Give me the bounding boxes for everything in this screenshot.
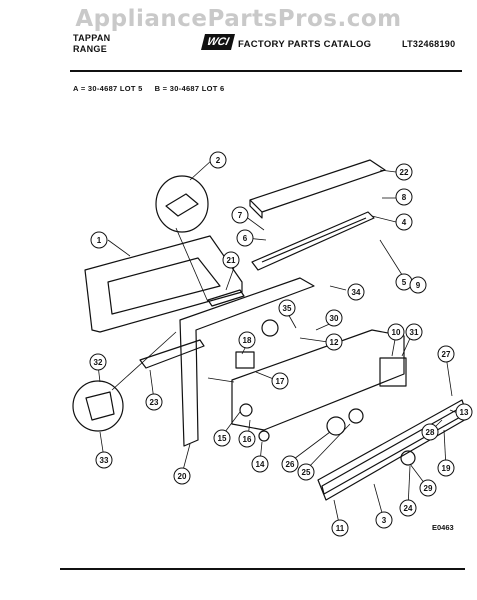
callout-33: 33 [95,451,113,469]
callout-23: 23 [145,393,163,411]
svg-text:30: 30 [330,314,339,323]
category-label: RANGE [73,44,108,54]
callout-15: 15 [213,429,231,447]
catalog-number: LT32468190 [402,39,456,49]
part-side-bracket [179,277,315,447]
svg-text:34: 34 [352,288,361,297]
knob-24 [400,450,416,466]
svg-text:25: 25 [302,468,311,477]
svg-text:4: 4 [402,218,407,227]
knob-25 [326,416,346,436]
svg-text:1: 1 [97,236,102,245]
callout-20: 20 [173,467,191,485]
figure-code: E0463 [432,523,454,532]
part-35 [261,319,279,337]
header-rule [70,70,462,72]
svg-text:31: 31 [410,328,419,337]
svg-text:10: 10 [392,328,401,337]
callout-3: 3 [375,511,393,529]
svg-text:6: 6 [243,234,248,243]
knob-26 [348,408,364,424]
svg-text:35: 35 [283,304,292,313]
detail-circle-bottom [72,380,124,432]
callout-34: 34 [347,283,365,301]
callout-5: 5 [395,273,413,291]
part-bracket [207,289,245,307]
svg-text:15: 15 [218,434,227,443]
part-14 [258,430,270,442]
part-control-plate [231,329,405,431]
svg-text:5: 5 [402,278,407,287]
svg-text:12: 12 [330,338,339,347]
model-legend: A = 30-4687 LOT 5 B = 30-4687 LOT 6 [73,84,225,93]
watermark: AppliancePartsPros.com [75,6,402,32]
callout-25: 25 [297,463,315,481]
part-rail [251,211,375,271]
svg-text:32: 32 [94,358,103,367]
callout-1: 1 [90,231,108,249]
svg-text:23: 23 [150,398,159,407]
callout-32: 32 [89,353,107,371]
svg-text:19: 19 [442,464,451,473]
callout-35: 35 [278,299,296,317]
callout-16: 16 [238,430,256,448]
svg-text:16: 16 [243,435,252,444]
callout-10: 10 [387,323,405,341]
detail-circle-top [155,175,209,233]
svg-text:33: 33 [100,456,109,465]
callout-28: 28 [421,423,439,441]
callout-11: 11 [331,519,349,537]
callout-18: 18 [238,331,256,349]
callout-4: 4 [395,213,413,231]
svg-text:18: 18 [243,336,252,345]
svg-text:11: 11 [336,524,345,533]
part-23-strip [139,339,205,369]
svg-text:13: 13 [460,408,469,417]
svg-text:3: 3 [382,516,387,525]
callout-9: 9 [409,276,427,294]
callout-22: 22 [395,163,413,181]
callout-12: 12 [325,333,343,351]
part-trim-strip [249,159,386,213]
callout-30: 30 [325,309,343,327]
svg-text:2: 2 [216,156,221,165]
svg-text:26: 26 [286,460,295,469]
svg-text:14: 14 [256,460,265,469]
svg-text:20: 20 [178,472,187,481]
svg-text:7: 7 [238,211,243,220]
callout-17: 17 [271,372,289,390]
part-switch-10 [379,357,407,387]
callout-26: 26 [281,455,299,473]
callout-6: 6 [236,229,254,247]
callout-21: 21 [222,251,240,269]
catalog-title: FACTORY PARTS CATALOG [238,39,372,50]
part-switch [235,351,255,369]
svg-text:28: 28 [426,428,435,437]
brand-label: TAPPAN [73,33,111,43]
callout-24: 24 [399,499,417,517]
svg-text:8: 8 [402,193,407,202]
callout-29: 29 [419,479,437,497]
callout-2: 2 [209,151,227,169]
callout-27: 27 [437,345,455,363]
callout-7: 7 [231,206,249,224]
leader-lines [97,159,461,529]
svg-text:27: 27 [442,350,451,359]
svg-text:17: 17 [276,377,285,386]
svg-text:21: 21 [227,256,236,265]
callout-13: 13 [455,403,473,421]
svg-text:9: 9 [416,281,421,290]
svg-text:24: 24 [404,504,413,513]
callout-31: 31 [405,323,423,341]
callout-19: 19 [437,459,455,477]
svg-text:22: 22 [400,168,409,177]
callout-14: 14 [251,455,269,473]
callout-8: 8 [395,188,413,206]
part-15 [239,403,253,417]
svg-text:29: 29 [424,484,433,493]
footer-rule [60,568,465,570]
